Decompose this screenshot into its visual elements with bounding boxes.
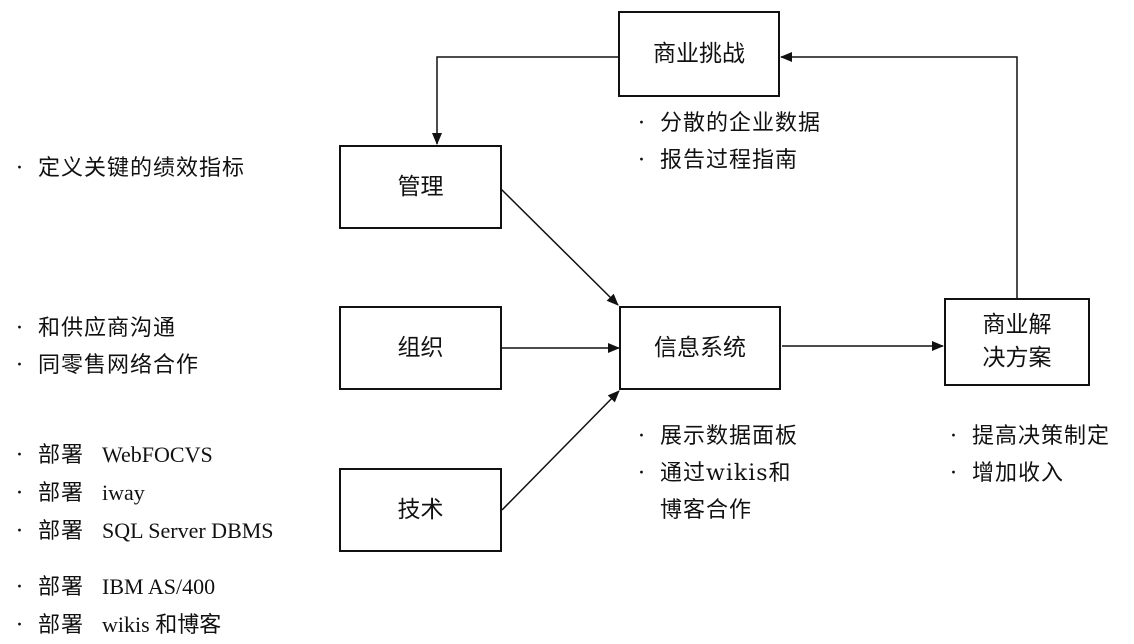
management-box: 管理 xyxy=(339,145,502,229)
challenge-box: 商业挑战 xyxy=(618,11,780,97)
bullet-dot: · xyxy=(16,353,23,378)
info-system-points: ·展示数据面板 ·通过wikis和 博客合作 xyxy=(638,418,798,529)
organization-box: 组织 xyxy=(339,306,502,390)
arrow-solution-to-challenge xyxy=(780,52,1018,298)
list-item: ·展示数据面板 xyxy=(638,418,798,455)
management-points: ·定义关键的绩效指标 xyxy=(16,150,245,187)
solution-box: 商业解 决方案 xyxy=(944,298,1090,386)
bullet-dot: · xyxy=(950,424,957,449)
bullet-dot: · xyxy=(950,461,957,486)
bullet-dot: · xyxy=(16,613,23,638)
list-item: ·同零售网络合作 xyxy=(16,347,199,384)
challenge-label: 商业挑战 xyxy=(653,40,745,67)
bullet-dot: · xyxy=(638,461,645,486)
info-system-box: 信息系统 xyxy=(619,306,781,390)
bullet-dot: · xyxy=(16,519,23,544)
organization-points: ·和供应商沟通 ·同零售网络合作 xyxy=(16,310,199,384)
list-item: ·通过wikis和 xyxy=(638,455,798,492)
bullet-dot: · xyxy=(16,575,23,600)
bullet-dot: · xyxy=(638,111,645,136)
bullet-dot: · xyxy=(16,443,23,468)
list-item: ·提高决策制定 xyxy=(950,418,1110,455)
bullet-dot: · xyxy=(16,316,23,341)
list-item: ·和供应商沟通 xyxy=(16,310,199,347)
bullet-dot: · xyxy=(16,481,23,506)
management-label: 管理 xyxy=(397,173,444,200)
challenge-points: ·分散的企业数据 ·报告过程指南 xyxy=(638,105,821,179)
list-item: ·分散的企业数据 xyxy=(638,105,821,142)
list-item: ·定义关键的绩效指标 xyxy=(16,150,245,187)
arrow-challenge-to-management xyxy=(432,56,618,145)
bullet-dot: · xyxy=(16,156,23,181)
bullet-dot: · xyxy=(638,148,645,173)
list-item: 博客合作 xyxy=(660,498,753,523)
list-item: ·增加收入 xyxy=(950,455,1110,492)
solution-label-line1: 商业解 xyxy=(982,312,1052,338)
info-system-label: 信息系统 xyxy=(654,334,746,361)
list-item: ·报告过程指南 xyxy=(638,142,821,179)
solution-points: ·提高决策制定 ·增加收入 xyxy=(950,418,1110,492)
arrow-management-to-info-system xyxy=(499,187,619,306)
technology-box: 技术 xyxy=(339,468,502,552)
organization-label: 组织 xyxy=(397,334,444,361)
arrow-technology-to-info-system xyxy=(501,390,620,511)
technology-label: 技术 xyxy=(397,496,444,523)
solution-label-line2: 决方案 xyxy=(982,345,1052,371)
bullet-dot: · xyxy=(638,424,645,449)
